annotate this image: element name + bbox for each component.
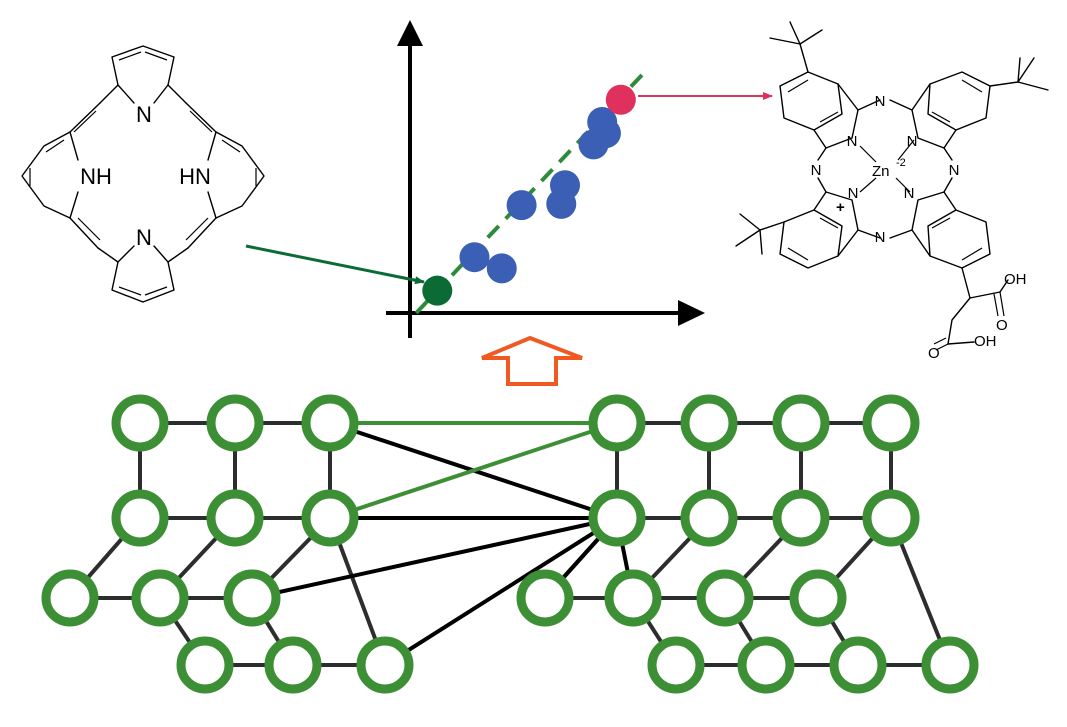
left-graph-node: [131, 569, 189, 627]
start-molecule-arrow: [245, 244, 425, 285]
right-graph-node: [604, 569, 662, 627]
left-graph-node: [111, 394, 169, 452]
up-arrow-icon: [481, 335, 583, 386]
porphyrin-n-bottom: N: [136, 225, 152, 250]
left-graph-node: [301, 489, 359, 547]
pc-n-core-bl: N: [848, 185, 859, 202]
right-graph-node: [862, 489, 920, 547]
pc-oh-lower: OH: [974, 333, 997, 350]
left-graph-node: [206, 489, 264, 547]
right-graph-node: [921, 636, 979, 694]
pc-n-left: N: [811, 162, 822, 179]
data-point: [506, 190, 537, 221]
pc-o-upper: O: [996, 317, 1008, 334]
data-point: [459, 242, 490, 273]
pc-n-bottom: N: [875, 229, 886, 246]
right-graph-node: [588, 394, 646, 452]
porphyrin-n-top: N: [136, 102, 152, 127]
pc-n-right: N: [949, 162, 960, 179]
matched-graph-link: [329, 421, 618, 520]
pc-oh-upper: OH: [1004, 271, 1027, 288]
right-graph-node: [647, 636, 705, 694]
cross-graph-link: [251, 516, 618, 600]
pc-zn-charge: -2: [896, 157, 906, 169]
data-point: [546, 188, 577, 219]
cross-graph-link: [383, 516, 619, 667]
right-graph-node: [789, 569, 847, 627]
porphyrin-structure: N NH HN N: [21, 45, 265, 303]
left-graph-node: [301, 394, 359, 452]
target-point: [605, 84, 636, 115]
pc-n-core-tr: N: [907, 133, 918, 150]
right-graph-node: [516, 569, 574, 627]
zinc-phthalocyanine-structure: N N N N N N N N Zn -2 + OH O O OH: [735, 21, 1049, 362]
left-graph-node: [223, 569, 281, 627]
left-graph-node: [41, 569, 99, 627]
right-graph-node: [696, 569, 754, 627]
porphyrin-nh-left: NH: [80, 164, 112, 189]
data-point: [486, 253, 517, 284]
right-graph-node: [588, 489, 646, 547]
pc-n-core-br: N: [904, 185, 915, 202]
start-point: [422, 275, 453, 306]
data-point: [587, 107, 618, 138]
pc-o-lower: O: [928, 345, 940, 362]
left-graph-node: [111, 489, 169, 547]
molecular-graph-network: [41, 394, 979, 694]
right-graph-node: [829, 636, 887, 694]
pc-plus-charge: +: [836, 199, 845, 216]
right-graph-node: [862, 394, 920, 452]
pc-n-core-tl: N: [847, 133, 858, 150]
pc-zn-label: Zn: [872, 163, 890, 180]
scatter-chart: [386, 20, 705, 338]
right-graph-node: [737, 636, 795, 694]
right-graph-node: [772, 489, 830, 547]
right-graph-node: [772, 394, 830, 452]
right-graph-node: [680, 489, 738, 547]
pc-n-top: N: [875, 93, 886, 110]
trend-line: [414, 69, 648, 315]
y-axis-arrowhead: [397, 20, 423, 46]
left-graph-node: [264, 636, 322, 694]
right-graph-node: [680, 394, 738, 452]
x-axis-arrowhead: [678, 300, 705, 326]
left-graph-node: [206, 394, 264, 452]
left-graph-node: [176, 636, 234, 694]
porphyrin-nh-right: HN: [179, 164, 211, 189]
left-graph-node: [356, 636, 414, 694]
